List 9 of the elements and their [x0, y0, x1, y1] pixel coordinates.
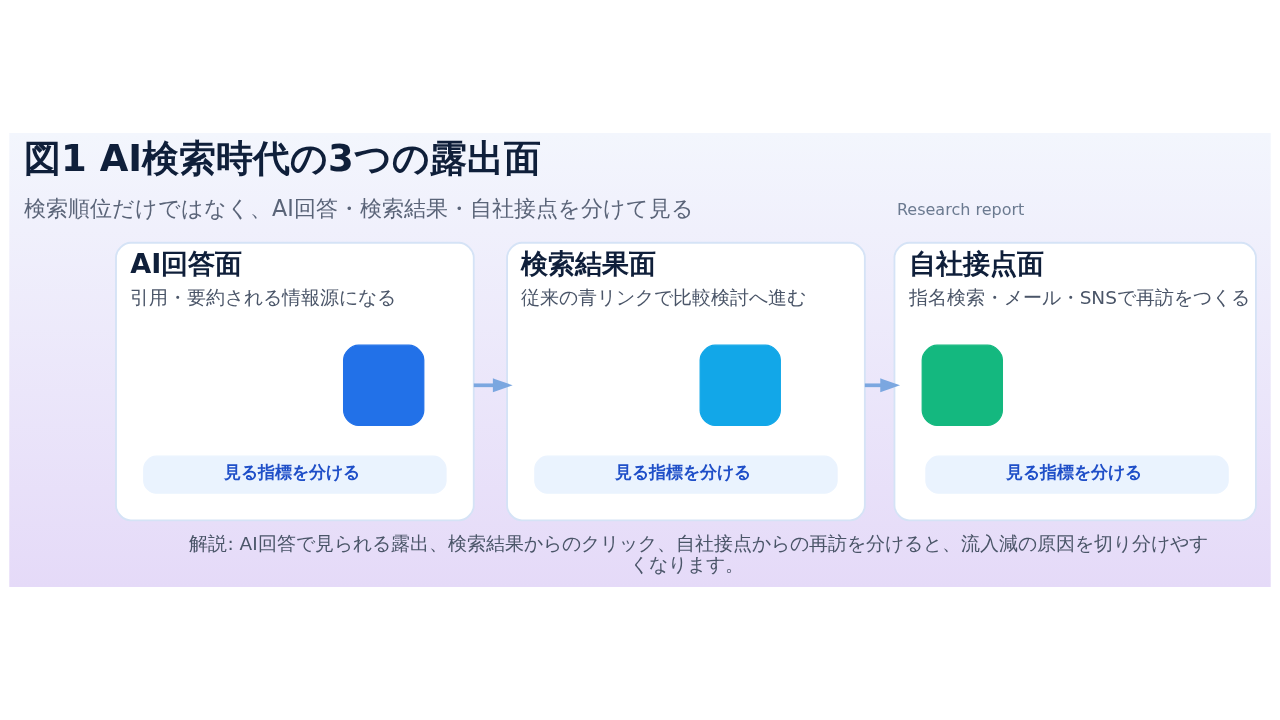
caption: 解説: AI回答で見られる露出、検索結果からのクリック、自社接点からの再訪を分けると、流入減の原因を切り分けやすくなります。 [189, 532, 1208, 575]
diagram-title: 図1 AI検索時代の3つの露出面 [24, 137, 541, 181]
label: 検索順位だけではなく、AI回答・検索結果・自社接点を分けて見る [24, 195, 694, 222]
arrow [473, 378, 513, 393]
arrow [864, 378, 901, 393]
node-box [921, 344, 1003, 426]
node-box [699, 344, 781, 426]
node-box [343, 344, 425, 426]
label: Research report [896, 199, 1025, 219]
